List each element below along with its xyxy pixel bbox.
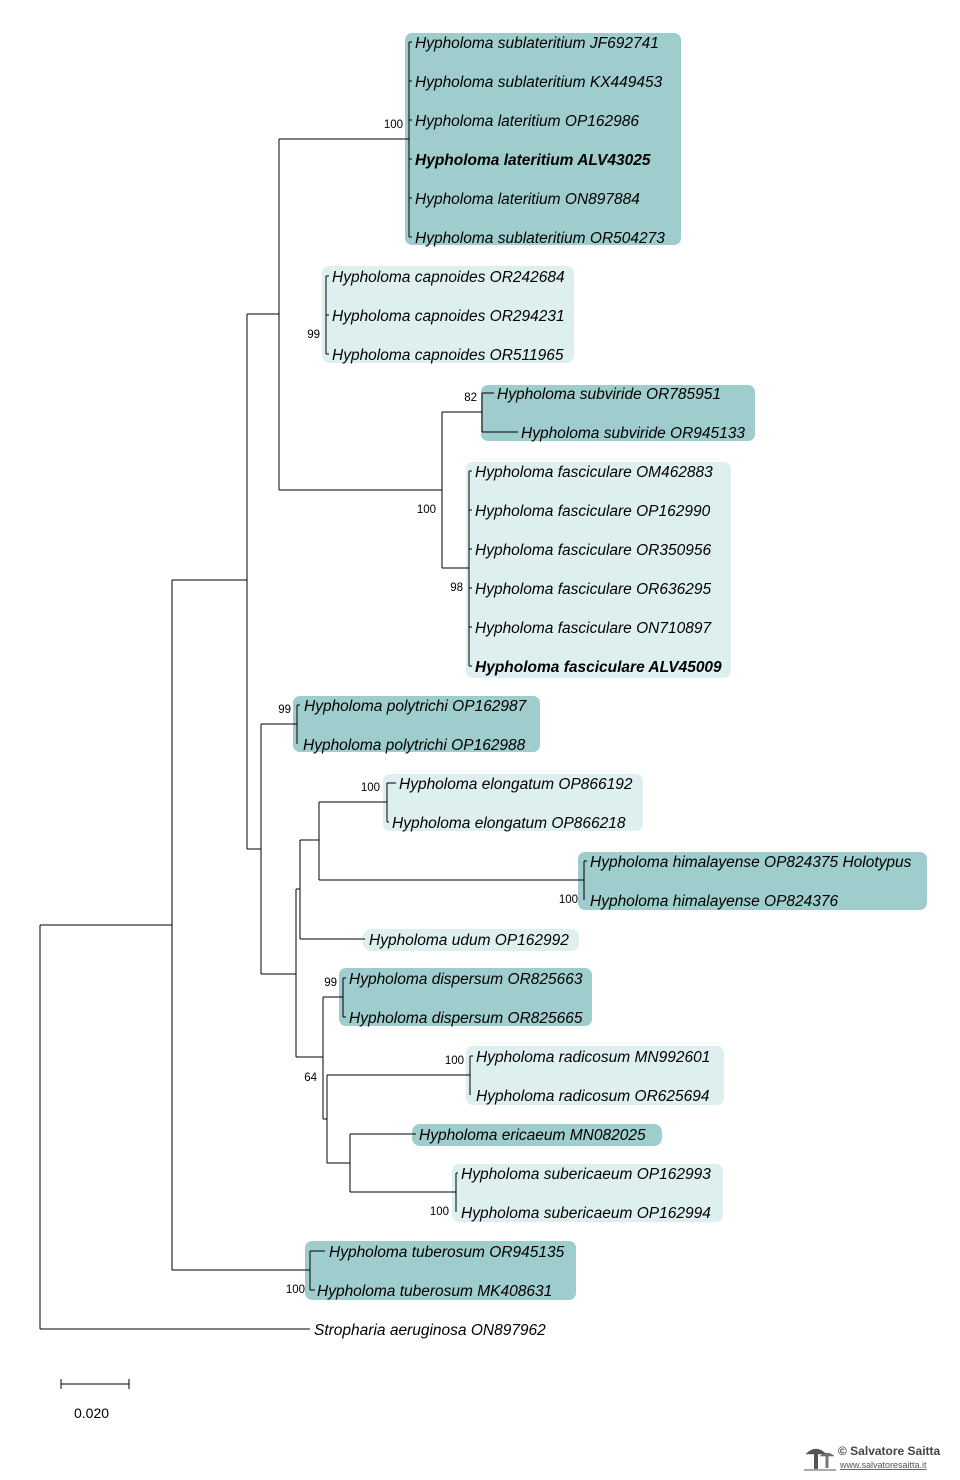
taxon-label: Hypholoma fasciculare OR636295 <box>475 581 711 598</box>
branch-subericaeum <box>455 1172 458 1212</box>
bootstrap-value: 98 <box>450 582 463 594</box>
branch-ingroup <box>171 579 310 1271</box>
bootstrap-value: 100 <box>559 894 578 906</box>
bootstrap-value: 100 <box>286 1284 305 1296</box>
taxon-label: Hypholoma lateritium OP162986 <box>415 113 639 130</box>
clade-box-elongatum <box>383 774 643 831</box>
taxon-label: Hypholoma ericaeum MN082025 <box>419 1127 646 1144</box>
taxon-label: Hypholoma himalayense OP824376 <box>590 893 839 910</box>
clade-box-dispersum <box>339 968 592 1026</box>
scale-bar-label: 0.020 <box>74 1405 109 1421</box>
branch-polytrichi <box>296 704 300 744</box>
tree-branches <box>39 41 587 1330</box>
bootstrap-value: 100 <box>417 504 436 516</box>
taxon-label: Hypholoma udum OP162992 <box>369 932 569 949</box>
branch-node-f <box>299 839 365 940</box>
branch-node-c <box>441 411 482 569</box>
bootstrap-value: 100 <box>445 1055 464 1067</box>
branch-tuberosum <box>309 1250 325 1291</box>
branch-node-i <box>326 1074 470 1164</box>
branch-node-e <box>295 888 323 1058</box>
branch-root <box>39 924 310 1330</box>
taxon-label: Hypholoma capnoides OR511965 <box>332 347 564 364</box>
bootstrap-value: 100 <box>430 1206 449 1218</box>
branch-lateritium <box>408 41 412 238</box>
branch-node-g <box>318 801 584 881</box>
clade-highlights <box>293 33 927 1300</box>
clade-box-ericaeum <box>412 1124 662 1146</box>
taxon-label: Hypholoma radicosum MN992601 <box>476 1049 710 1066</box>
clade-box-polytrichi <box>293 696 540 752</box>
clade-box-tuberosum <box>305 1241 576 1300</box>
clade-box-himalayense <box>578 852 927 910</box>
branch-himalayense <box>583 860 587 900</box>
taxon-label: Hypholoma capnoides OR242684 <box>332 269 565 286</box>
taxon-label: Hypholoma tuberosum MK408631 <box>317 1283 552 1300</box>
clade-box-udum <box>363 929 579 951</box>
taxon-label: Hypholoma radicosum OR625694 <box>476 1088 710 1105</box>
branch-node-h <box>322 996 343 1120</box>
branch-node-j <box>349 1133 456 1193</box>
branch-dispersum <box>342 977 346 1018</box>
taxon-label: Hypholoma polytrichi OP162987 <box>304 698 528 715</box>
branch-node-a <box>246 313 279 850</box>
branch-fasciculare <box>468 470 472 667</box>
watermark: © Salvatore Saitta www.salvatoresaitta.i… <box>804 1444 941 1471</box>
mushroom-logo-icon <box>804 1448 836 1471</box>
branch-capnoides <box>325 275 329 355</box>
taxon-label: Hypholoma polytrichi OP162988 <box>303 737 526 754</box>
bootstrap-value: 82 <box>464 392 477 404</box>
taxon-label: Hypholoma dispersum OR825665 <box>349 1010 583 1027</box>
taxon-labels: Hypholoma sublateritium JF692741 Hypholo… <box>303 35 912 1339</box>
bootstrap-value: 99 <box>278 704 291 716</box>
watermark-text: © Salvatore Saitta <box>838 1444 941 1458</box>
bootstrap-values: 100 99 82 100 98 99 100 100 99 100 64 10… <box>278 119 578 1296</box>
taxon-label: Stropharia aeruginosa ON897962 <box>314 1322 546 1339</box>
taxon-label: Hypholoma sublateritium JF692741 <box>415 35 659 52</box>
taxon-label: Hypholoma subviride OR945133 <box>521 425 745 442</box>
bootstrap-value: 100 <box>361 782 380 794</box>
taxon-label: Hypholoma tuberosum OR945135 <box>329 1244 565 1261</box>
taxon-label: Hypholoma fasciculare ALV45009 <box>475 659 722 676</box>
branch-elongatum <box>386 782 396 823</box>
taxon-label: Hypholoma sublateritium KX449453 <box>415 74 663 91</box>
taxon-label: Hypholoma subviride OR785951 <box>497 386 721 403</box>
bootstrap-value: 99 <box>324 977 337 989</box>
taxon-label: Hypholoma lateritium ON897884 <box>415 191 640 208</box>
taxon-label: Hypholoma elongatum OP866218 <box>392 815 626 832</box>
bootstrap-value: 100 <box>384 119 403 131</box>
branch-radicosum <box>469 1055 473 1095</box>
bootstrap-value: 64 <box>304 1072 317 1084</box>
clade-box-capnoides <box>322 266 574 363</box>
clade-box-subericaeum <box>452 1164 723 1222</box>
clade-box-lateritium <box>405 33 681 245</box>
taxon-label: Hypholoma sublateritium OR504273 <box>415 230 665 247</box>
taxon-label: Hypholoma capnoides OR294231 <box>332 308 565 325</box>
taxon-label: Hypholoma fasciculare OM462883 <box>475 464 713 481</box>
scale-bar-line <box>60 1379 130 1389</box>
branch-node-b <box>278 138 442 491</box>
branch-node-d <box>260 723 297 975</box>
taxon-label: Hypholoma fasciculare OR350956 <box>475 542 711 559</box>
watermark-url: www.salvatoresaitta.it <box>839 1460 927 1470</box>
taxon-label: Hypholoma subericaeum OP162993 <box>461 1166 711 1183</box>
clade-box-subviride <box>481 385 755 441</box>
clade-box-radicosum <box>466 1046 724 1105</box>
taxon-label: Hypholoma lateritium ALV43025 <box>415 152 651 169</box>
taxon-label: Hypholoma elongatum OP866192 <box>399 776 633 793</box>
branch-subviride <box>481 392 518 433</box>
taxon-label: Hypholoma fasciculare OP162990 <box>475 503 711 520</box>
taxon-label: Hypholoma fasciculare ON710897 <box>475 620 712 637</box>
bootstrap-value: 99 <box>307 329 320 341</box>
scale-bar: 0.020 <box>60 1379 130 1421</box>
taxon-label: Hypholoma subericaeum OP162994 <box>461 1205 711 1222</box>
clade-box-fasciculare <box>466 462 731 678</box>
taxon-label: Hypholoma himalayense OP824375 Holotypus <box>590 854 912 871</box>
taxon-label: Hypholoma dispersum OR825663 <box>349 971 583 988</box>
